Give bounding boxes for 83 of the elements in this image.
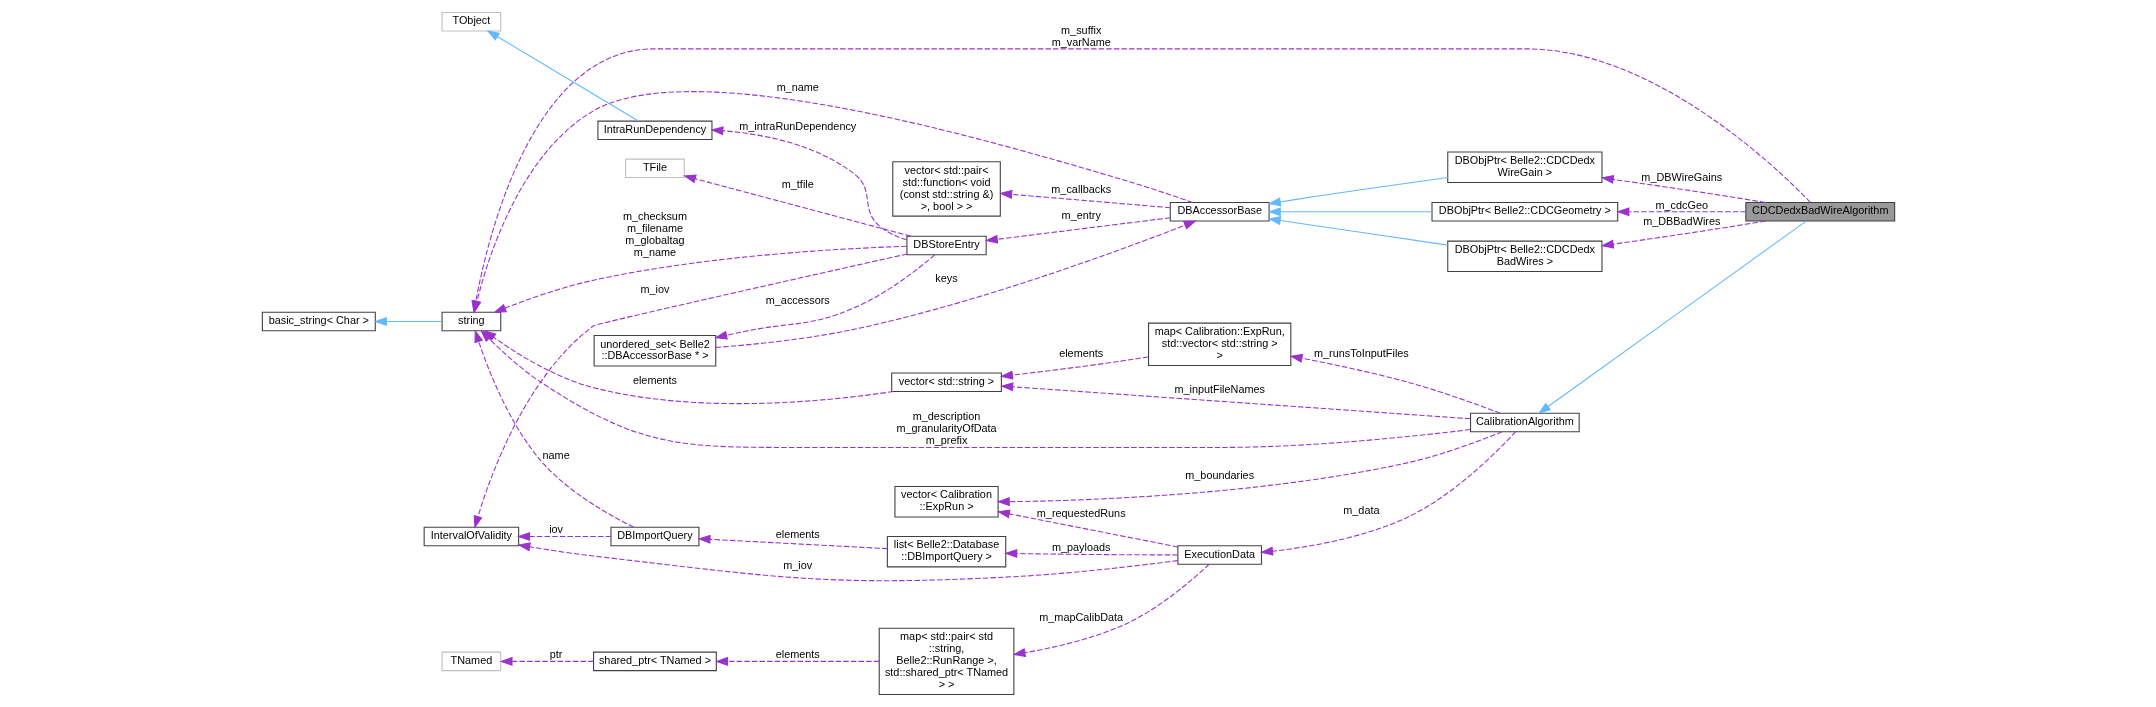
arrow [473, 253, 907, 529]
edge-label: m_DBBadWires [1642, 214, 1720, 227]
arrow [996, 431, 1503, 507]
arrow [996, 509, 1178, 548]
arrow [709, 126, 907, 241]
node-box: vector< std::pair< std::function< void (const std::string &) >, bool > > [891, 161, 1001, 217]
arrow [696, 534, 888, 550]
arrow [1600, 220, 1766, 249]
arrow [492, 245, 907, 313]
node-box: map< std::pair< std ::string, Belle2::RunRange >, std::shared_ptr< TNamed > > [878, 627, 1014, 696]
node-box: CDCDedxBadWireAlgorithm [1744, 202, 1895, 222]
arrow [1259, 431, 1516, 556]
node-box: DBImportQuery [609, 526, 699, 547]
arrow [1600, 174, 1766, 204]
edge-label: m_suffix m_varName [1051, 23, 1111, 48]
arrow [998, 189, 1171, 209]
edge-label: m_cdcGeo [1655, 198, 1708, 211]
arrow [999, 356, 1149, 380]
edge-label: m_description m_granularityOfData m_prefix [895, 410, 997, 447]
node-box: map< Calibration::ExpRun, std::vector< std::string > > [1147, 322, 1291, 366]
edge-label: elements [775, 648, 820, 661]
edge-label: m_data [1342, 503, 1380, 516]
node-box: list< Belle2::Database ::DBImportQuery > [886, 535, 1006, 568]
node-box: vector< Calibration ::ExpRun > [893, 486, 999, 518]
node-box: vector< std::string > [890, 372, 1002, 393]
edge-label: m_accessors [765, 294, 830, 307]
edge-label: iov [548, 523, 563, 536]
arrow [1615, 207, 1746, 217]
arrow [373, 316, 443, 327]
node-box: unordered_set< Belle2 ::DBAccessorBase * > [593, 335, 716, 367]
node-box: IntervalOfValidity [423, 526, 519, 547]
arrow [1011, 563, 1210, 658]
edge-label: elements [775, 527, 820, 540]
edge-label: m_payloads [1051, 540, 1110, 553]
edge-label: m_runsToInputFiles [1313, 347, 1409, 360]
node-box: DBObjPtr< Belle2::CDCDedx WireGain > [1446, 151, 1602, 183]
node-box: TObject [441, 11, 501, 32]
edge-label: name [542, 449, 570, 462]
edge-label: elements [1058, 347, 1103, 360]
edge-label: m_entry [1061, 209, 1101, 222]
arrow [714, 220, 1197, 348]
node-box: ExecutionData [1176, 545, 1262, 565]
edge-label: m_mapCalibData [1038, 611, 1123, 624]
node-box: DBObjPtr< Belle2::CDCDedx BadWires > [1446, 240, 1602, 273]
arrow [1267, 207, 1432, 217]
edge-label: elements [632, 374, 677, 387]
arrow [1003, 548, 1178, 559]
node-box: shared_ptr< TNamed > [592, 651, 717, 672]
node-box: DBAccessorBase [1169, 202, 1270, 222]
arrow [713, 254, 935, 340]
arrow [984, 217, 1171, 244]
edge-label: m_boundaries [1184, 468, 1254, 481]
edge-label: m_tfile [781, 177, 814, 190]
edge-label: m_name [776, 81, 819, 94]
arrow [1267, 216, 1448, 246]
arrow [1537, 220, 1807, 414]
edge-label: m_iov [639, 283, 669, 296]
node-box: DBObjPtr< Belle2::CDCGeometry > [1430, 202, 1618, 222]
arrow [1289, 353, 1501, 414]
edge-label: m_DBWireGains [1640, 171, 1722, 184]
edge-label: m_checksum m_filename m_globaltag m_name [622, 210, 687, 259]
arrow [682, 174, 911, 237]
arrow [1267, 176, 1448, 207]
arrow [499, 656, 594, 666]
node-box: CalibrationAlgorithm [1469, 412, 1580, 433]
arrow [999, 382, 1471, 420]
arrow [714, 656, 880, 666]
node-box: basic_string< Char > [261, 311, 376, 332]
node-box: TFile [624, 158, 685, 179]
edge-label: m_requestedRuns [1036, 506, 1126, 519]
node-box: DBStoreEntry [905, 235, 987, 256]
arrow [516, 531, 611, 542]
edge-label: m_iov [782, 559, 812, 572]
edge-label: keys [934, 272, 958, 285]
edge-label: m_inputFileNames [1173, 383, 1265, 396]
arrow [486, 30, 639, 122]
arrow [516, 542, 1178, 582]
edge-label: m_intraRunDependency [738, 120, 856, 133]
node-box: TNamed [441, 651, 501, 672]
edge-label: m_callbacks [1050, 183, 1111, 196]
node-box: IntraRunDependency [596, 120, 712, 141]
edge-label: ptr [549, 648, 562, 661]
node-box: string [441, 311, 501, 332]
